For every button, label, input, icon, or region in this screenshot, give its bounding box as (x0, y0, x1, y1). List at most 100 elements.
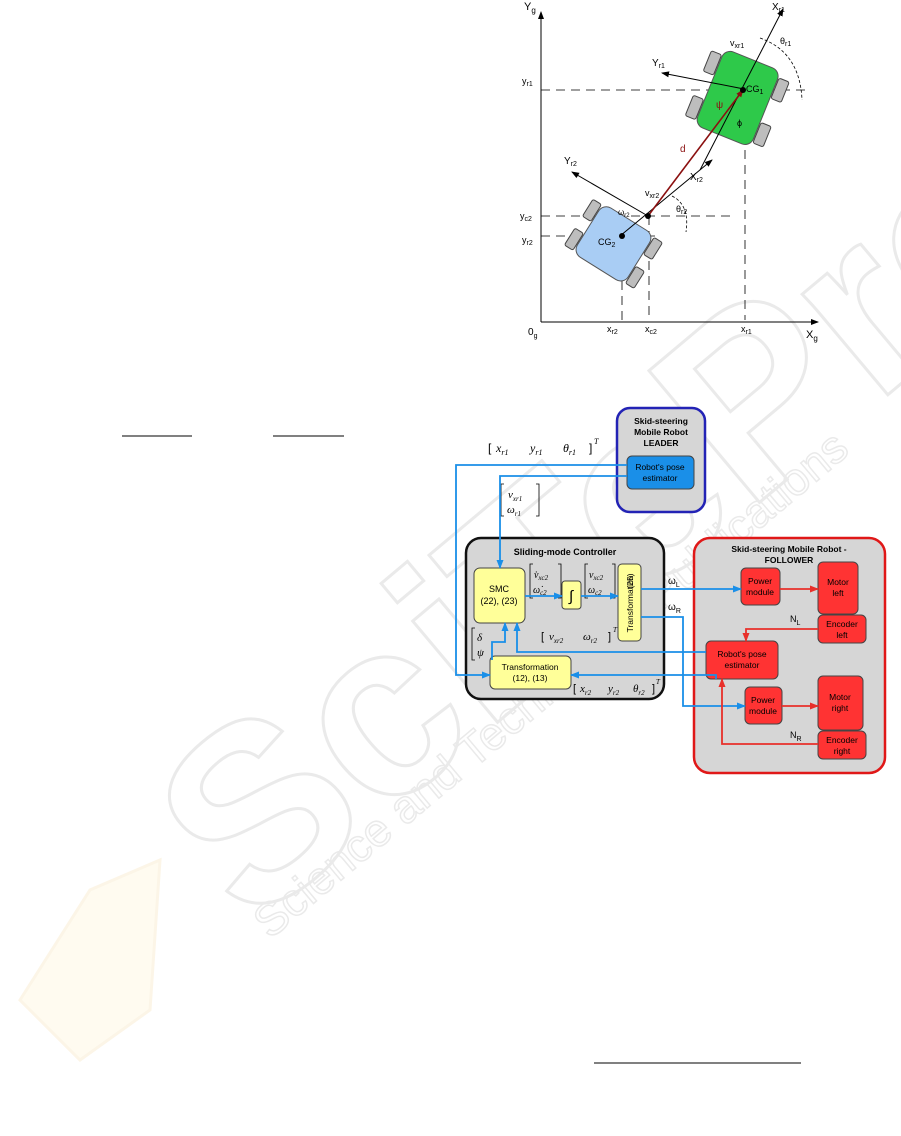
encoder-left-label-1: Encoder (826, 619, 858, 629)
vc-vector: vxc2 ωc2 (584, 563, 616, 599)
svg-text:[: [ (573, 683, 576, 695)
n-l-label: NL (790, 614, 801, 627)
follower-pose-vector: [ xr2 yr2 θr2 ] T (573, 678, 661, 697)
label-cg1: CG1 (746, 84, 764, 96)
signal-arrows-red (718, 585, 819, 745)
svg-text:T: T (613, 626, 618, 634)
origin-label: 0g (528, 327, 538, 340)
encoder-left-label-2: left (836, 630, 848, 640)
svg-text:xr2: xr2 (579, 683, 592, 697)
svg-text:ωc2: ωc2 (588, 585, 602, 597)
label-cg2: CG2 (598, 237, 616, 249)
tick-y-c2: yc2 (520, 211, 532, 223)
trans25-label-1: Transformation (625, 575, 635, 632)
leader-pose-vector: [ xr1 yr1 θr1 ] T (488, 437, 599, 457)
label-xr2: Xr2 (690, 172, 703, 184)
svg-text:[: [ (541, 631, 544, 643)
svg-text:ω̇c2: ω̇c2 (533, 585, 547, 597)
label-d: d (680, 144, 686, 155)
follower-x-axis (619, 159, 713, 237)
power-left-label-1: Power (748, 576, 772, 586)
leader-y-axis (661, 71, 745, 90)
svg-text:δ: δ (477, 632, 483, 644)
integrator-symbol: ∫ (568, 588, 575, 605)
label-psi: ψ (716, 100, 723, 111)
svg-text:θr2: θr2 (633, 683, 645, 697)
svg-text:yr2: yr2 (607, 683, 620, 697)
tick-x-r1: xr1 (741, 324, 752, 336)
motor-left-label-2: left (832, 588, 844, 598)
cg2-point (619, 233, 625, 239)
watermark: SciTePress Science and Technology Public… (18, 0, 901, 1062)
svg-text:θr1: θr1 (563, 441, 576, 457)
encoder-right (817, 730, 867, 760)
follower-estimator-label-2: estimator (725, 660, 760, 670)
transformation-25-block (617, 563, 642, 642)
leader-velocity-vector: vxr1 ωr1 (500, 483, 540, 518)
leader-title-3: LEADER (644, 438, 679, 448)
leader-estimator-label-2: estimator (643, 473, 678, 483)
tick-x-c2: xc2 (645, 324, 657, 336)
label-vxr1: vxr1 (730, 38, 744, 50)
svg-text:[: [ (488, 441, 492, 455)
svg-text:vxr1: vxr1 (508, 489, 522, 503)
follower-pose-estimator (705, 640, 779, 680)
svg-text:ωr2: ωr2 (583, 631, 598, 645)
kinematic-diagram: Yg Xg 0g yr1 yc2 yr2 xr2 xc2 xr1 (520, 1, 819, 343)
follower-front-point (645, 213, 651, 219)
svg-text:ψ: ψ (477, 647, 484, 659)
smc-label-1: SMC (489, 584, 510, 594)
tick-y-r2: yr2 (522, 235, 533, 247)
label-xr1: Xr1 (772, 2, 785, 14)
leader-estimator-label-1: Robot's pose (635, 462, 685, 472)
theta-r2-arc (671, 195, 688, 233)
svg-text:v̇xc2: v̇xc2 (534, 570, 549, 582)
n-r-label: NR (790, 730, 802, 743)
omega-r-label: ωR (668, 602, 681, 615)
encoder-right-label-2: right (834, 746, 851, 756)
axis-label-yg: Yg (524, 1, 536, 15)
svg-text:T: T (656, 678, 661, 686)
power-right-label-2: module (749, 706, 777, 716)
motor-right-label-2: right (832, 703, 849, 713)
follower-title-2: FOLLOWER (765, 555, 814, 565)
trans25-label-2: (25) (625, 573, 635, 588)
svg-text:vxr2: vxr2 (549, 631, 564, 645)
svg-text:]: ] (608, 631, 611, 643)
tick-y-r1: yr1 (522, 76, 533, 88)
tick-x-r2: xr2 (607, 324, 618, 336)
motor-left-label-1: Motor (827, 577, 849, 587)
label-vxr2: vxr2 (645, 188, 659, 200)
svg-text:ωr1: ωr1 (507, 504, 521, 518)
svg-text:T: T (594, 437, 599, 446)
watermark-logo (18, 857, 162, 1062)
leader-title-1: Skid-steering (634, 416, 688, 426)
follower-estimator-label-1: Robot's pose (717, 649, 767, 659)
trans12-label-2: (12), (13) (513, 673, 548, 683)
distance-d (647, 89, 744, 217)
delta-psi-vector: δ ψ (471, 627, 484, 661)
block-diagram: Skid-steering Mobile Robot LEADER Robot'… (455, 406, 887, 775)
theta-r1-arc (759, 37, 803, 101)
axis-label-xg: Xg (806, 329, 818, 343)
label-phi: ϕ (737, 118, 742, 128)
power-right-label-1: Power (751, 695, 775, 705)
svg-text:]: ] (589, 441, 592, 455)
svg-text:yr1: yr1 (529, 441, 542, 457)
power-left-label-2: module (746, 587, 774, 597)
feedback-velocity-vector: [ vxr2 ωr2 ] T (541, 626, 618, 645)
svg-text:xr1: xr1 (495, 441, 508, 457)
leader-title-2: Mobile Robot (634, 427, 688, 437)
motor-right-label-1: Motor (829, 692, 851, 702)
svg-text:]: ] (652, 683, 655, 695)
label-theta-r1: θr1 (780, 36, 791, 48)
leader-pose-estimator (626, 455, 695, 490)
smc-label-2: (22), (23) (480, 596, 517, 606)
svg-text:vxc2: vxc2 (589, 570, 604, 582)
label-yr1: Yr1 (652, 58, 665, 70)
controller-title: Sliding-mode Controller (514, 547, 617, 557)
trans12-label-1: Transformation (502, 662, 559, 672)
cg1-point (740, 87, 746, 93)
omega-l-label: ωL (668, 576, 680, 589)
